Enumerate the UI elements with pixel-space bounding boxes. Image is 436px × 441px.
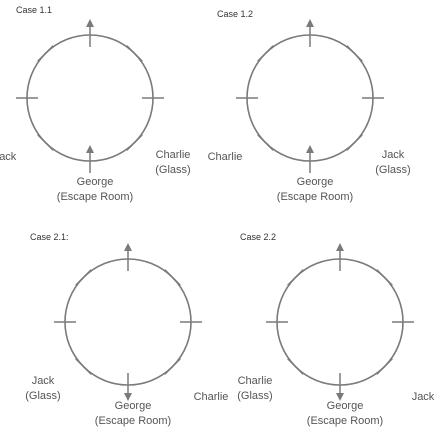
label-lower-right-line: Charlie xyxy=(194,391,229,403)
label-lower-right: Jack xyxy=(412,391,435,403)
label-bottom-line: George xyxy=(77,176,114,188)
seat-tick xyxy=(126,134,143,151)
label-lower-left-line: (Glass) xyxy=(25,390,60,402)
seat-tick xyxy=(37,134,54,151)
label-lower-right: Jack (Glass) xyxy=(375,149,410,176)
case-title: Case 1.2 xyxy=(217,9,253,19)
seat-tick xyxy=(376,358,393,375)
label-lower-right-line: Charlie xyxy=(156,149,191,161)
label-lower-right-line: Jack xyxy=(412,391,435,403)
label-lower-left: Charlie (Glass) xyxy=(237,375,272,402)
label-bottom-line: (Escape Room) xyxy=(277,191,353,203)
seat-tick xyxy=(346,134,363,151)
seat-tick xyxy=(376,269,393,286)
seat-tick xyxy=(75,269,92,286)
label-lower-right: Charlie xyxy=(194,391,229,403)
seat-tick xyxy=(164,358,181,375)
label-bottom-line: (Escape Room) xyxy=(307,415,383,427)
label-lower-left-line: Jack xyxy=(0,151,17,163)
seat-tick xyxy=(257,45,274,62)
seat-tick xyxy=(287,269,304,286)
label-lower-left-line: Charlie xyxy=(208,151,243,163)
case-panel: Case 2.1: Jack (Glass) George (Escape Room) C… xyxy=(25,232,228,427)
label-lower-right-line: Jack xyxy=(382,149,405,161)
label-lower-left-line: (Glass) xyxy=(237,390,272,402)
label-lower-right: Charlie (Glass) xyxy=(155,149,190,176)
label-bottom: George (Escape Room) xyxy=(277,176,353,203)
case-panel: Case 1.1JackGeorge (Escape Room) Charlie (G… xyxy=(0,5,191,203)
label-bottom-line: (Escape Room) xyxy=(95,415,171,427)
label-bottom: George (Escape Room) xyxy=(57,176,133,203)
label-lower-left: Charlie xyxy=(208,151,243,163)
label-lower-left-line: Charlie xyxy=(238,375,273,387)
label-bottom-line: (Escape Room) xyxy=(57,191,133,203)
label-bottom-line: George xyxy=(115,400,152,412)
seat-tick xyxy=(126,45,143,62)
seat-tick xyxy=(37,45,54,62)
label-lower-right-line: (Glass) xyxy=(375,164,410,176)
seat-tick xyxy=(257,134,274,151)
seat-tick xyxy=(164,269,181,286)
label-lower-left: Jack (Glass) xyxy=(25,375,60,402)
label-bottom-line: George xyxy=(327,400,364,412)
case-title: Case 2.2 xyxy=(240,232,276,242)
case-title: Case 1.1 xyxy=(16,5,52,15)
label-lower-right-line: (Glass) xyxy=(155,164,190,176)
case-title: Case 2.1: xyxy=(30,232,69,242)
seat-tick xyxy=(75,358,92,375)
seat-tick xyxy=(287,358,304,375)
label-lower-left-line: Jack xyxy=(32,375,55,387)
seat-tick xyxy=(346,45,363,62)
label-lower-left: Jack xyxy=(0,151,17,163)
label-bottom: George (Escape Room) xyxy=(95,400,171,427)
label-bottom-line: George xyxy=(297,176,334,188)
label-bottom: George (Escape Room) xyxy=(307,400,383,427)
